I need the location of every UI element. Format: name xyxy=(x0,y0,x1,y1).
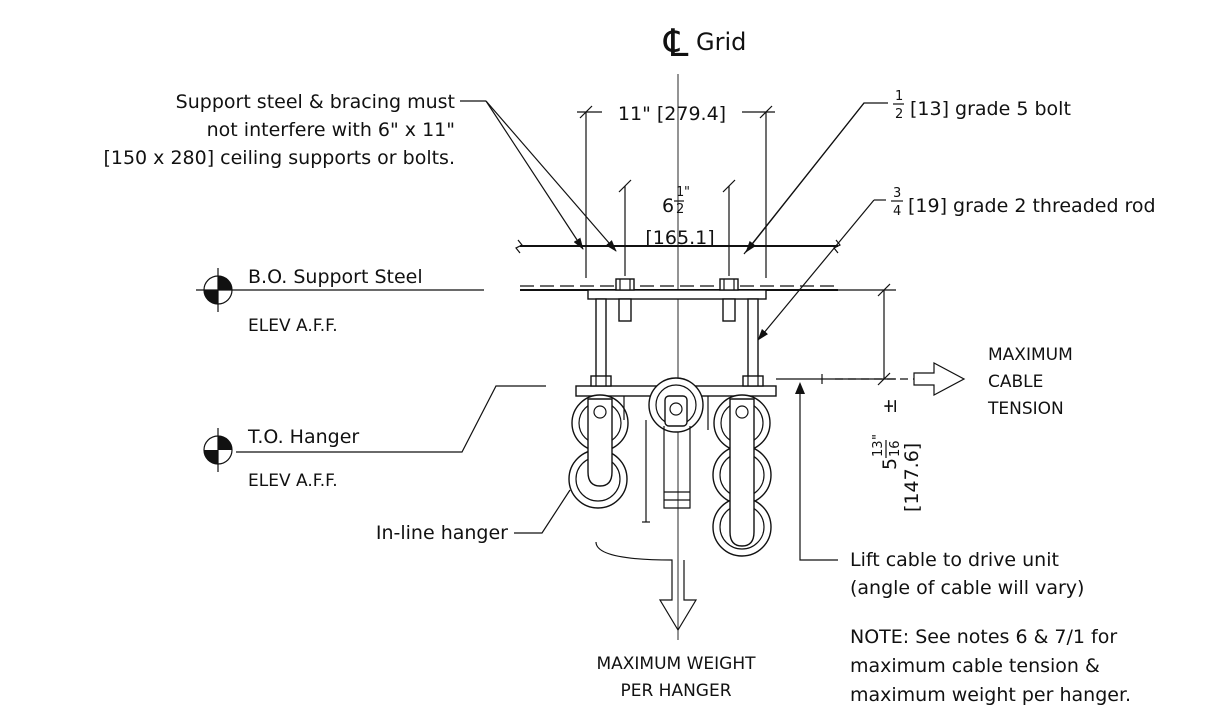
hanger-sheave-assembly xyxy=(568,377,772,557)
note-line1: NOTE: See notes 6 & 7/1 for xyxy=(850,626,1117,648)
right-bolt-shank xyxy=(722,298,736,322)
support-steel-line1: Support steel & bracing must xyxy=(176,91,455,113)
bolt-text: [13] grade 5 bolt xyxy=(910,98,1071,120)
height-num: 13 xyxy=(871,440,886,457)
elevation-to-hanger: T.O. Hanger ELEV A.F.F. xyxy=(203,385,546,491)
inline-hanger-label: In-line hanger xyxy=(376,522,508,544)
top-clamp-plate xyxy=(587,278,767,322)
support-steel-line3: [150 x 280] ceiling supports or bolts. xyxy=(103,147,455,169)
weight-line2: PER HANGER xyxy=(620,681,731,701)
callout-lift-cable: Lift cable to drive unit (angle of cable… xyxy=(795,382,1084,599)
right-bolt-nut xyxy=(719,278,739,291)
weight-arrow: MAXIMUM WEIGHT PER HANGER xyxy=(595,541,756,701)
bolt-spacing-whole: 6 xyxy=(662,195,674,217)
bo-elev-label: ELEV A.F.F. xyxy=(248,316,338,336)
note-line2: maximum cable tension & xyxy=(850,655,1100,677)
to-elev-label: ELEV A.F.F. xyxy=(248,471,338,491)
bo-support-steel-label: B.O. Support Steel xyxy=(248,266,423,288)
lift-cable-line2: (angle of cable will vary) xyxy=(850,577,1084,599)
top-width-value: 11" [279.4] xyxy=(618,103,726,125)
elevation-bo-support-steel: B.O. Support Steel ELEV A.F.F. xyxy=(203,266,423,336)
tension-line2: CABLE xyxy=(988,372,1043,392)
callout-bolt: 1 2 [13] grade 5 bolt xyxy=(743,89,1071,255)
callout-inline-hanger: In-line hanger xyxy=(376,489,571,544)
height-unit: " xyxy=(871,434,886,440)
tension-line3: TENSION xyxy=(987,399,1064,419)
dimension-bolt-spacing: 6 1 2 " [165.1] xyxy=(618,179,736,276)
note-line3: maximum weight per hanger. xyxy=(850,684,1131,706)
cable-tension-arrow: MAXIMUM CABLE TENSION xyxy=(822,345,1073,419)
rod-text: [19] grade 2 threaded rod xyxy=(908,195,1156,217)
rod-den: 4 xyxy=(893,204,901,219)
height-mm: [147.6] xyxy=(901,443,923,512)
bolt-spacing-num: 1 xyxy=(676,185,684,200)
dimension-top-width: 11" [279.4] xyxy=(577,103,775,278)
left-bolt-nut xyxy=(615,278,635,291)
callout-support-steel: Support steel & bracing must not interfe… xyxy=(103,91,617,252)
to-hanger-label: T.O. Hanger xyxy=(247,426,359,448)
grid-label: Grid xyxy=(696,28,746,56)
height-tolerance: ± xyxy=(879,398,901,414)
dimension-height: 5 13 16 " ± [147.6] xyxy=(830,283,923,512)
general-note: NOTE: See notes 6 & 7/1 for maximum cabl… xyxy=(850,626,1131,706)
left-bolt-shank xyxy=(618,298,632,322)
support-steel-line2: not interfere with 6" x 11" xyxy=(207,119,455,141)
grid-centerline-label: ℄ Grid xyxy=(663,21,746,65)
bolt-spacing-unit: " xyxy=(684,185,690,200)
rod-num: 3 xyxy=(893,186,901,201)
bolt-spacing-den: 2 xyxy=(676,202,684,217)
tension-line1: MAXIMUM xyxy=(988,345,1073,365)
height-whole: 5 xyxy=(879,458,901,470)
centerline-symbol: ℄ xyxy=(663,21,689,65)
lift-cable-line1: Lift cable to drive unit xyxy=(850,549,1059,571)
bolt-spacing-mm: [165.1] xyxy=(645,227,714,249)
weight-line1: MAXIMUM WEIGHT xyxy=(596,654,756,674)
bolt-num: 1 xyxy=(895,89,903,104)
bolt-den: 2 xyxy=(895,107,903,122)
callout-threaded-rod: 3 4 [19] grade 2 threaded rod xyxy=(757,186,1156,341)
height-den: 16 xyxy=(888,440,903,457)
